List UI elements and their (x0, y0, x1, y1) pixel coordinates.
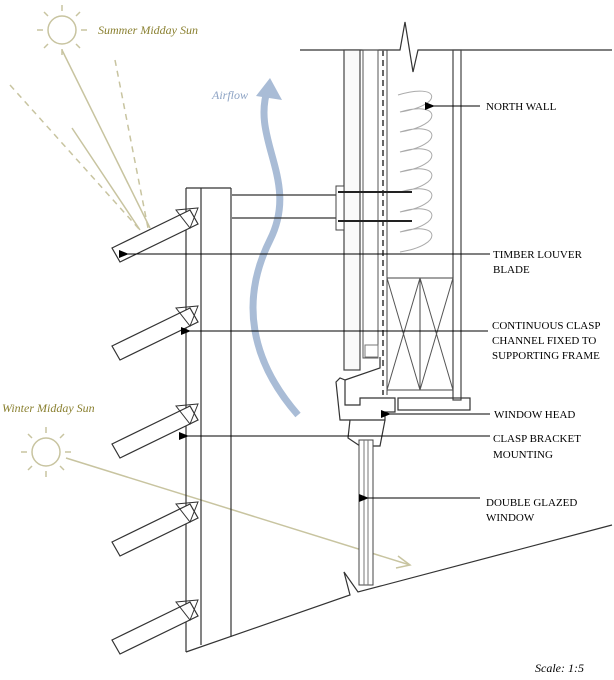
label-louver-1: TIMBER LOUVER (493, 249, 583, 261)
label-window-head: WINDOW HEAD (494, 409, 575, 421)
louver-blade (111, 599, 199, 655)
label-louver-2: BLADE (493, 264, 530, 276)
label-clasp-channel-1: CONTINUOUS CLASP (492, 320, 601, 332)
louver-blade (111, 501, 199, 557)
insulation (397, 90, 433, 253)
winter-sun-label: Winter Midday Sun (2, 401, 95, 415)
ground-break-line (185, 524, 613, 653)
louver-blades (111, 207, 199, 655)
label-glazed-window-2: WINDOW (486, 512, 535, 524)
label-glazed-window-1: DOUBLE GLAZED (486, 497, 577, 509)
double-glazed-window (358, 439, 374, 586)
louver-blade (111, 403, 199, 459)
airflow-arrow (249, 86, 301, 418)
label-clasp-bracket-2: MOUNTING (493, 449, 553, 461)
summer-sun-rays (9, 49, 151, 231)
summer-sun-label: Summer Midday Sun (98, 23, 198, 37)
airflow-label: Airflow (211, 88, 248, 102)
label-clasp-channel-3: SUPPORTING FRAME (492, 350, 600, 362)
support-arm (232, 185, 412, 231)
summer-sun-icon (37, 5, 87, 55)
label-clasp-channel-2: CHANNEL FIXED TO (492, 335, 596, 347)
louver-blade (111, 207, 199, 263)
north-wall-section (343, 49, 462, 401)
label-north-wall: NORTH WALL (486, 101, 557, 113)
airflow-arrowhead-icon (256, 78, 282, 100)
scale-label: Scale: 1:5 (535, 661, 584, 675)
winter-sun-icon (21, 427, 71, 477)
label-clasp-bracket-1: CLASP BRACKET (493, 433, 581, 445)
winter-sun-ray (65, 457, 411, 566)
louver-blade (111, 305, 199, 361)
winter-ray-arrowhead-icon (395, 555, 412, 569)
